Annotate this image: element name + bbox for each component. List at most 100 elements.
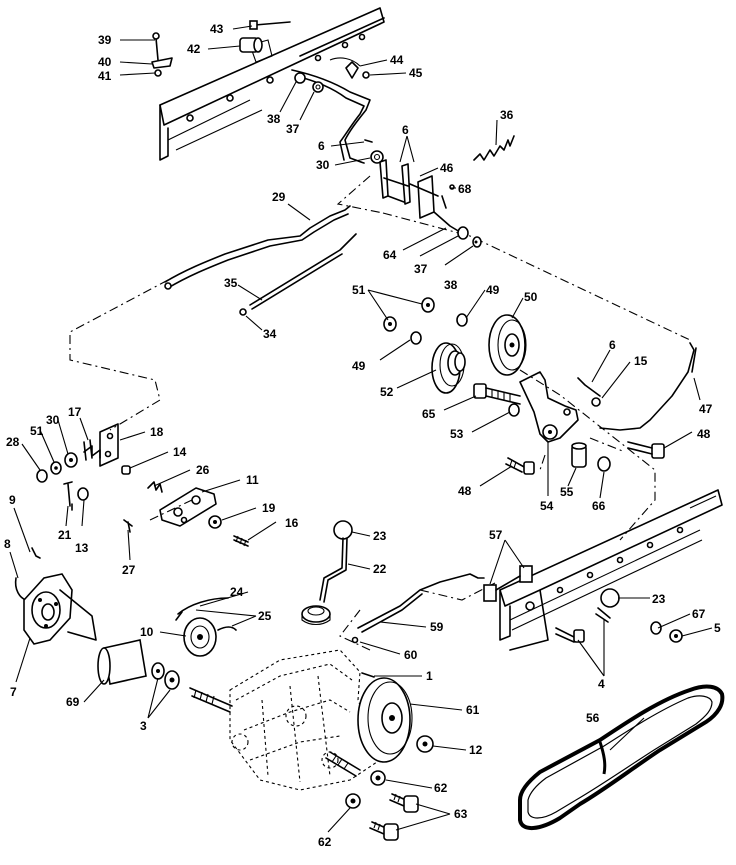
callout-35: 35	[224, 276, 238, 290]
callout-labels: 39 40 41 43 42 44 45 38 37 36 6 6 30 46 …	[4, 22, 721, 849]
callout-13: 13	[75, 541, 89, 555]
callout-60: 60	[404, 648, 418, 662]
callout-50: 50	[524, 290, 538, 304]
bushing-42	[239, 37, 263, 53]
callout-3: 3	[140, 719, 147, 733]
bolts-63	[369, 793, 419, 841]
callout-14: 14	[173, 445, 187, 459]
bolt-4	[555, 607, 611, 643]
callout-37-lower: 37	[414, 262, 428, 276]
shift-lever-22	[301, 537, 348, 626]
callout-12: 12	[469, 743, 483, 757]
callout-62-lower: 62	[318, 835, 332, 849]
callout-16: 16	[285, 516, 299, 530]
callout-48-lower: 48	[458, 484, 472, 498]
screw-16	[233, 535, 249, 547]
washers-3	[151, 662, 180, 690]
callout-9: 9	[9, 493, 16, 507]
callout-39: 39	[98, 33, 112, 47]
callout-43: 43	[210, 22, 224, 36]
spacer-55	[571, 442, 587, 468]
bolt-48-lower	[505, 457, 535, 475]
callout-67: 67	[692, 607, 706, 621]
control-rod-29	[164, 205, 351, 290]
nut-12	[416, 735, 434, 753]
callout-15: 15	[634, 354, 648, 368]
shift-bracket-plates	[379, 159, 461, 233]
pin-60	[351, 636, 359, 644]
drive-pulley-61	[357, 677, 413, 763]
callout-37-upper: 37	[286, 122, 300, 136]
callout-29: 29	[272, 190, 286, 204]
bolt-43	[249, 20, 291, 30]
nut-washer-5-67	[650, 621, 683, 643]
callout-41: 41	[98, 69, 112, 83]
bracket-18	[99, 423, 119, 467]
callout-18: 18	[150, 425, 164, 439]
drive-belt-56	[518, 684, 725, 830]
callout-38-lower: 38	[444, 278, 458, 292]
callout-57: 57	[489, 528, 503, 542]
upper-frame-bracket	[159, 7, 385, 161]
callout-55: 55	[560, 485, 574, 499]
callout-51-upper: 51	[352, 283, 366, 297]
brake-disc-10	[183, 617, 217, 657]
callout-53: 53	[450, 427, 464, 441]
washers-37-38-upper	[457, 226, 482, 248]
lower-frame-rail	[499, 489, 723, 651]
callout-54: 54	[540, 499, 554, 513]
shift-knob-23-upper	[333, 520, 353, 540]
callout-19: 19	[262, 501, 276, 515]
callout-22: 22	[373, 562, 387, 576]
callout-52: 52	[380, 385, 394, 399]
bolts-21-13	[63, 481, 89, 511]
callout-1: 1	[426, 669, 433, 683]
spacer-14	[121, 465, 131, 475]
spring-26	[147, 481, 163, 493]
assembly-reference-lines	[69, 175, 691, 651]
pivot-blocks-57	[483, 565, 533, 602]
callout-8: 8	[4, 537, 11, 551]
callout-6-right: 6	[402, 123, 409, 137]
spring-17	[83, 439, 101, 461]
callout-69: 69	[66, 695, 80, 709]
bolt-27	[123, 519, 133, 533]
callout-23-upper: 23	[373, 529, 387, 543]
idler-pulley-50	[488, 314, 527, 376]
callout-6-left: 6	[318, 139, 325, 153]
rod-59	[357, 573, 485, 633]
callout-30-upper: 30	[316, 158, 330, 172]
callout-66: 66	[592, 499, 606, 513]
idler-pulley-52	[431, 342, 466, 394]
callout-49-upper: 49	[486, 283, 500, 297]
clip-44-45	[345, 61, 370, 79]
washers-62	[345, 770, 386, 809]
callout-65: 65	[422, 407, 436, 421]
callout-7: 7	[10, 685, 17, 699]
callout-64: 64	[383, 248, 397, 262]
callout-23-lower: 23	[652, 592, 666, 606]
washer-53	[508, 403, 520, 417]
drive-hub-7	[23, 573, 97, 645]
nut-19	[208, 515, 222, 529]
callout-26: 26	[196, 463, 210, 477]
small-parts-28-51-30	[36, 452, 78, 483]
callout-45: 45	[409, 66, 423, 80]
sleeve-69	[97, 639, 147, 685]
callout-40: 40	[98, 55, 112, 69]
clevis-pin-assembly	[151, 32, 173, 77]
callout-28: 28	[6, 435, 20, 449]
callout-5: 5	[714, 621, 721, 635]
washer-66	[597, 456, 611, 472]
callout-42: 42	[187, 42, 201, 56]
callout-6-idler: 6	[609, 338, 616, 352]
callout-38-upper: 38	[267, 112, 281, 126]
callout-4: 4	[598, 677, 605, 691]
callout-46: 46	[440, 161, 454, 175]
callout-51-left: 51	[30, 424, 44, 438]
leader-lines	[9, 25, 713, 833]
pin-6-15	[577, 377, 601, 407]
callout-36: 36	[500, 108, 514, 122]
callout-25: 25	[258, 609, 272, 623]
